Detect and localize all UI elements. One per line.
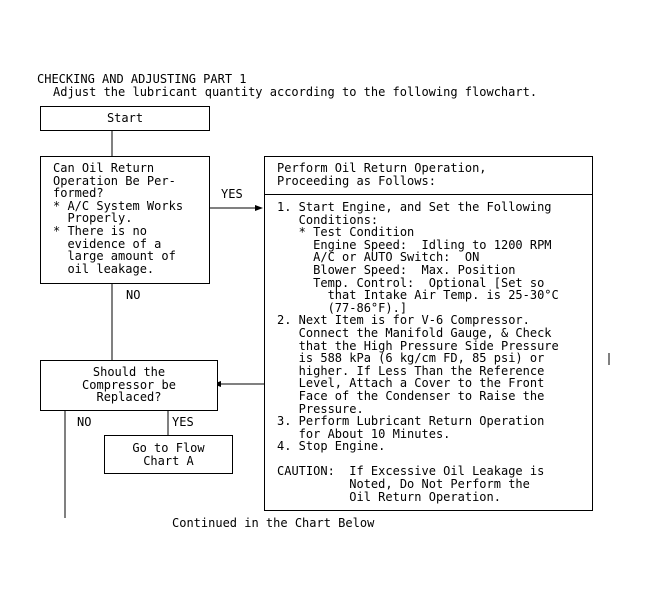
oil-return-question-line: Can Oil Return (53, 161, 155, 175)
no-label-oil-return: NO (126, 288, 141, 302)
replace-compressor-question-line: Replaced? (96, 390, 162, 405)
no-label-replace: NO (77, 415, 92, 429)
procedure-body-line: 4. Stop Engine. (277, 439, 386, 454)
procedure-body-line: Temp. Control: Optional [Set so (277, 275, 545, 290)
procedure-body-line: Noted, Do Not Perform the (277, 477, 530, 492)
start-box: Start (40, 106, 210, 131)
procedure-body-line: 3. Perform Lubricant Return Operation (277, 414, 545, 429)
procedure-body-line: A/C or AUTO Switch: ON (277, 250, 480, 265)
procedure-body-line: is 588 kPa (6 kg/cm FD, 85 psi) or (277, 351, 545, 366)
procedure-body-line: 2. Next Item is for V-6 Compressor. (277, 313, 530, 328)
continued-note: Continued in the Chart Below (172, 516, 375, 530)
procedure-body-line: that Intake Air Temp. is 25-30°C (277, 288, 559, 303)
procedure-body-line: Face of the Condenser to Raise the (277, 388, 545, 403)
procedure-body-line: Engine Speed: Idling to 1200 RPM (277, 237, 552, 252)
procedure-body-line: Level, Attach a Cover to the Front (277, 376, 545, 391)
oil-return-question-line: Operation Be Per- (53, 173, 176, 188)
oil-return-procedure-box: Perform Oil Return Operation,Proceeding … (264, 156, 593, 511)
oil-return-question-line: formed? (53, 186, 104, 201)
procedure-body-text: 1. Start Engine, and Set the Following C… (277, 201, 559, 503)
arrowhead-q1-yes (255, 205, 263, 211)
oil-return-question-line: oil leakage. (53, 261, 155, 276)
oil-return-question-line: Properly. (53, 211, 133, 226)
yes-label-replace: YES (172, 415, 194, 429)
start-label: Start (106, 111, 144, 125)
procedure-body-line: Blower Speed: Max. Position (277, 262, 516, 277)
yes-label-oil-return: YES (221, 187, 243, 201)
procedure-body-line: Connect the Manifold Gauge, & Check (277, 325, 552, 340)
procedure-body-line: (77-86°F).] (277, 300, 408, 315)
procedure-body-line: Pressure. (277, 401, 364, 416)
replace-compressor-question-line: Should the (92, 365, 166, 379)
procedure-body-line: * Test Condition (277, 225, 415, 240)
oil-return-question-line: * A/C System Works (53, 198, 184, 213)
procedure-body-line: Conditions: (277, 212, 379, 227)
page-title: CHECKING AND ADJUSTING PART 1 (37, 72, 247, 86)
procedure-body-line: that the High Pressure Side Pressure (277, 338, 559, 353)
goto-flowchart-a-line: Chart A (143, 453, 194, 468)
replace-compressor-question-line: Compressor be (82, 377, 176, 392)
procedure-body-line: higher. If Less Than the Reference (277, 363, 545, 378)
procedure-body-line: Oil Return Operation. (277, 489, 501, 504)
procedure-header-text: Perform Oil Return Operation,Proceeding … (277, 162, 487, 187)
oil-return-question-line: * There is no (53, 223, 147, 238)
procedure-header-line: Proceeding as Follows: (277, 173, 436, 188)
oil-return-question-line: large amount of (53, 249, 176, 264)
procedure-body-line: for About 10 Minutes. (277, 426, 451, 441)
procedure-body-line: CAUTION: If Excessive Oil Leakage is (277, 464, 545, 479)
goto-flowchart-a-line: Go to Flow (132, 441, 205, 455)
oil-return-question-line: evidence of a (53, 236, 162, 251)
page-subtitle: Adjust the lubricant quantity according … (53, 85, 538, 99)
procedure-divider (265, 194, 592, 195)
procedure-body-line: 1. Start Engine, and Set the Following (277, 200, 552, 214)
procedure-header-line: Perform Oil Return Operation, (277, 161, 487, 175)
